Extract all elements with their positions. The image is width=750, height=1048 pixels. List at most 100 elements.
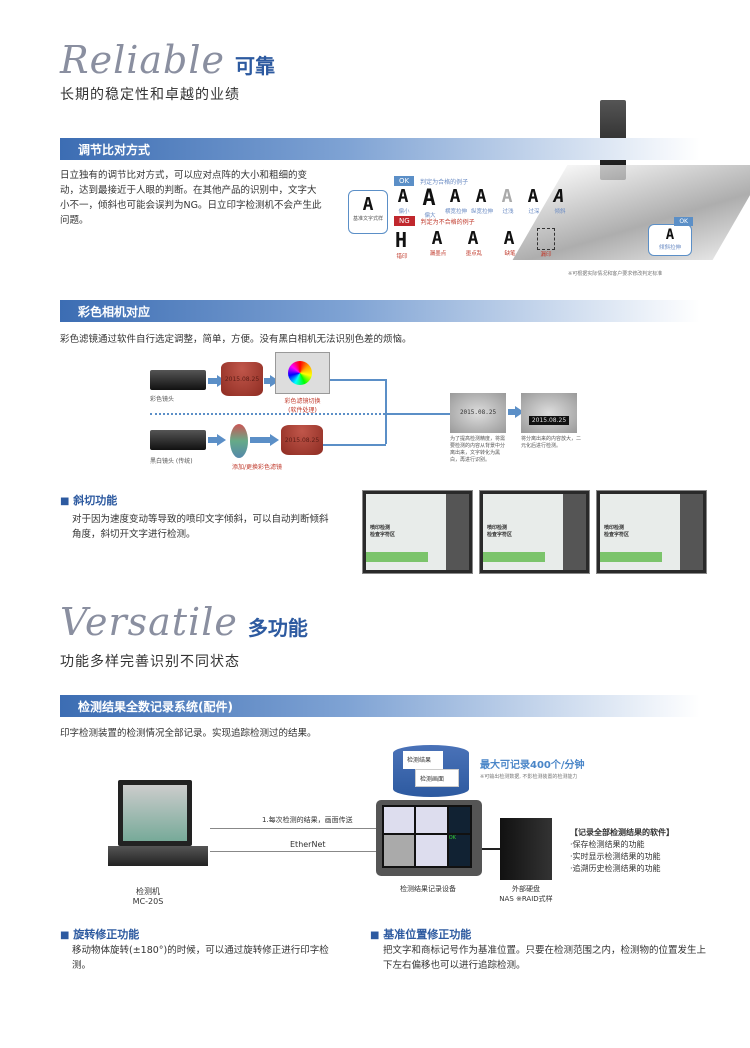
ok-item: 过浅 <box>502 209 514 215</box>
base-title-text: 基准位置修正功能 <box>383 928 472 941</box>
bullet-icon: ■ <box>370 930 380 941</box>
software-item: ·实时显示检测结果的功能 <box>570 852 661 861</box>
ok-glyph: A <box>527 186 539 207</box>
product-can-image: 2015.08.25 <box>221 362 263 396</box>
callout-box: OK A 倾斜拉伸 <box>648 217 693 256</box>
sample-image: 2015.08.25 <box>450 393 506 433</box>
nas-image <box>500 818 552 880</box>
base-body: 把文字和商标记号作为基准位置。只要在检测范围之内，检测物的位置发生上下左右偏移也… <box>383 945 707 971</box>
arrow-icon <box>515 406 524 418</box>
ok-item: 纵宽拉伸 <box>470 209 493 215</box>
ok-caption: 判定为合格的例子 <box>420 178 469 186</box>
ok-glyph: A <box>475 186 487 207</box>
max-note: ※可输出检测数据, 不影检测装置的检测能力 <box>480 774 578 780</box>
section-header-recording: 检测结果全数记录系统(配件) <box>60 695 700 717</box>
skew-screen-1: 喷印检测检查字符区 <box>362 490 473 574</box>
connector-line <box>330 379 385 381</box>
recording-device-image: OK <box>376 800 482 876</box>
versatile-title-en: Versatile <box>60 600 238 644</box>
ethernet-line <box>210 851 378 852</box>
arrow-icon <box>270 434 279 446</box>
ng-glyph-broken: H <box>394 228 408 252</box>
nas-cable <box>482 848 500 850</box>
section-recording-body: 印字检测装置的检测情况全部记录。实现追踪检测过的结果。 <box>60 728 317 739</box>
nas-label: 外部硬盘 NAS ※RAID式样 <box>496 884 556 904</box>
ok-examples-header: OK 判定为合格的例子 <box>394 176 468 186</box>
comparison-note: ※可根据实际情况和客户要求修改判定标准 <box>568 271 663 277</box>
section-header-color-camera: 彩色相机对应 <box>60 300 700 322</box>
ng-badge: NG <box>394 216 415 226</box>
color-camera-image <box>150 370 206 390</box>
software-item: ·追溯历史检测结果的功能 <box>570 864 661 873</box>
versatile-title-cn: 多功能 <box>247 616 308 640</box>
ng-empty-box <box>537 228 555 250</box>
add-filter-label: 添加/更换彩色滤镜 <box>232 464 283 471</box>
callout-ok-badge: OK <box>674 217 693 226</box>
skew-screen-3: 喷印检测检查字符区 <box>596 490 707 574</box>
pc-monitor-image <box>118 780 192 846</box>
filter-switch-line1: 彩色滤镜切换 <box>284 398 321 405</box>
software-item: ·保存检测结果的功能 <box>570 840 645 849</box>
bullet-icon: ■ <box>60 496 70 507</box>
software-list: 【记录全部检测结果的软件】 ·保存检测结果的功能 ·实时显示检测结果的功能 ·追… <box>570 827 674 875</box>
transfer-label: 1.每次检测的结果，画面传送 <box>262 816 353 824</box>
color-wheel-icon <box>288 361 312 385</box>
ng-caption: 判定为不合格的例子 <box>420 218 475 226</box>
mono-camera-image <box>150 430 206 450</box>
ok-item: 偏小 <box>398 209 410 215</box>
software-title: 【记录全部检测结果的软件】 <box>570 828 674 837</box>
connector-line <box>385 413 450 415</box>
ok-item: 过深 <box>528 209 540 215</box>
nas-label-line2: NAS ※RAID式样 <box>499 895 553 903</box>
ok-badge: OK <box>394 176 415 186</box>
filter-switch-label: 彩色滤镜切换 (软件处理) <box>280 396 325 414</box>
max-records: 最大可记录400个/分钟 <box>480 760 585 771</box>
reliable-subtitle: 长期的稳定性和卓越的业绩 <box>60 87 240 103</box>
reference-glyph: A <box>362 194 374 215</box>
sample-note: 为了提高检测精度，将需要检测的内容从背景中分离出来，文字转化为黑白，再进行识别。 <box>450 436 506 463</box>
ok-item: 横宽拉伸 <box>444 209 467 215</box>
connector-line <box>385 379 387 444</box>
rotate-title-text: 旋转修正功能 <box>73 928 140 941</box>
rotate-title: ■ 旋转修正功能 <box>60 926 139 942</box>
reliable-title-cn: 可靠 <box>235 54 276 78</box>
ok-glyph: A <box>553 186 565 207</box>
pc-label-line2: MC-20S <box>132 897 164 906</box>
filter-switch-line2: (软件处理) <box>288 407 317 414</box>
ng-glyph: A <box>503 228 515 249</box>
pc-label-line1: 检测机 <box>136 887 160 896</box>
ok-glyph: A <box>449 186 461 207</box>
device-ok-text: OK <box>448 834 470 866</box>
rotate-body: 移动物体旋转(±180°)的时候，可以通过旋转修正进行印字检测。 <box>72 945 329 971</box>
doc-screens: 检测画面 <box>415 769 459 787</box>
database-icon: 检测结果 检测画面 <box>393 745 469 797</box>
arrow-shaft <box>508 409 516 415</box>
doc-results: 检测结果 <box>403 751 443 769</box>
ng-item: 错印 <box>396 254 408 260</box>
ok-glyph: A <box>397 186 409 207</box>
arrow-icon <box>270 375 279 387</box>
skew-title-text: 斜切功能 <box>73 494 118 507</box>
ok-glyph: A <box>501 186 513 207</box>
reference-label: 基准文字式样 <box>352 216 383 222</box>
color-lens-label: 彩色镜头 <box>150 396 175 403</box>
bullet-icon: ■ <box>60 930 70 941</box>
reliable-title-row: Reliable 可靠 <box>60 38 275 82</box>
versatile-title-row: Versatile 多功能 <box>60 600 308 644</box>
nas-label-line1: 外部硬盘 <box>512 885 540 893</box>
screen-text: 喷印检测 <box>604 525 625 531</box>
transfer-line <box>210 828 378 829</box>
divider <box>150 413 385 415</box>
section-color-body: 彩色滤镜通过软件自行选定调整，简单，方便。没有黑白相机无法识别色差的烦恼。 <box>60 334 412 345</box>
base-title: ■ 基准位置修正功能 <box>370 926 471 942</box>
ok-item: 偏大 <box>424 213 436 219</box>
callout-glyph: A <box>665 227 675 243</box>
connector-line <box>323 444 386 446</box>
skew-body: 对于因为速度变动等导致的喷印文字倾斜，可以自动判断倾斜角度，斜切开文字进行检测。 <box>72 514 329 540</box>
ng-glyph: A <box>431 228 443 249</box>
ng-item: 漏印 <box>540 252 552 258</box>
versatile-subtitle: 功能多样完善识别不同状态 <box>60 654 240 670</box>
